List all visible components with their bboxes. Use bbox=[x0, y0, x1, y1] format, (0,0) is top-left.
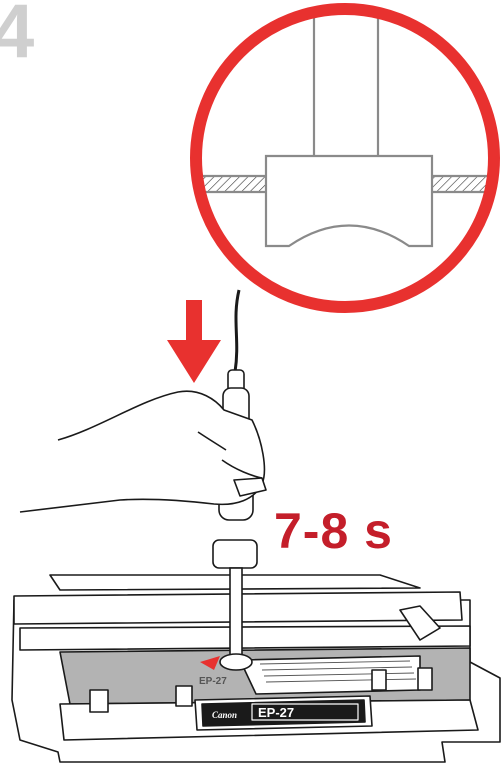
duration-label: 7-8 s bbox=[274, 503, 393, 559]
magnified-detail bbox=[190, 3, 500, 313]
toner-cartridge bbox=[11, 574, 501, 763]
hand bbox=[19, 390, 267, 513]
tool-cable bbox=[233, 289, 241, 373]
arrow-down-icon bbox=[167, 300, 221, 383]
step-number: 4 bbox=[0, 0, 35, 74]
model-label: EP-27 bbox=[258, 705, 295, 720]
triangle-pointer-icon bbox=[200, 656, 220, 670]
model-label-top: EP-27 bbox=[199, 676, 227, 687]
brand-label: Canon bbox=[212, 710, 238, 720]
